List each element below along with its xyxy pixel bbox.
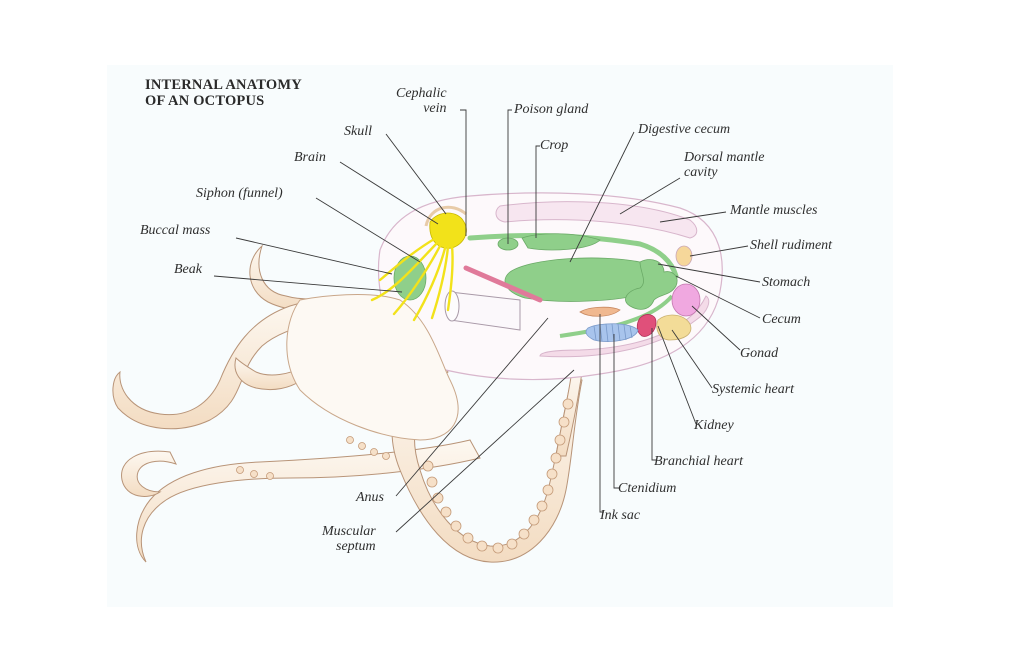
ink-sac <box>579 306 621 317</box>
siphon-funnel <box>444 290 521 331</box>
label-brain: Brain <box>294 150 326 165</box>
systemic-heart <box>656 314 692 341</box>
sucker <box>518 528 530 540</box>
sucker <box>546 468 558 480</box>
suckers <box>236 398 574 554</box>
label-cephalic-vein: Cephalic vein <box>396 86 447 116</box>
label-kidney: Kidney <box>694 418 734 433</box>
sucker <box>236 466 244 474</box>
crop <box>521 233 601 251</box>
posterior-organs <box>579 245 701 343</box>
mantle-inner-dorsal <box>495 201 698 239</box>
label-systemic-heart: Systemic heart <box>712 382 795 397</box>
label-dorsal-mantle-cavity-line-1: Dorsal mantle <box>684 150 765 165</box>
label-dorsal-mantle-cavity-line-2: cavity <box>684 165 718 180</box>
brain <box>429 212 467 249</box>
label-skull: Skull <box>344 124 372 139</box>
sucker <box>422 460 434 472</box>
skull <box>424 205 467 227</box>
label-digestive-cecum: Digestive cecum <box>638 122 731 137</box>
label-muscular-septum: Muscular septum <box>322 524 376 554</box>
label-siphon: Siphon (funnel) <box>196 186 283 201</box>
label-cephalic-vein-line-2: vein <box>423 101 447 116</box>
leader-lines <box>213 109 761 533</box>
label-mantle-muscles: Mantle muscles <box>730 203 818 218</box>
sucker <box>432 492 444 504</box>
sucker <box>550 452 562 464</box>
arm-lower-left-curl <box>121 450 177 497</box>
stomach <box>625 259 678 310</box>
label-poison-gland: Poison gland <box>514 102 589 117</box>
sucker <box>536 500 548 512</box>
mantle-inner-ventral <box>539 295 710 358</box>
sucker <box>370 448 378 456</box>
sucker <box>440 506 452 518</box>
sucker <box>346 436 354 444</box>
shell-rudiment <box>675 245 693 267</box>
head-body <box>286 294 459 441</box>
ctenidium <box>585 323 639 342</box>
arm-front-loop <box>391 359 583 563</box>
esophagus <box>467 233 679 279</box>
sucker <box>476 540 488 552</box>
sucker <box>554 434 566 446</box>
digestive-system <box>467 233 679 338</box>
label-buccal-mass: Buccal mass <box>140 223 211 238</box>
sucker <box>250 470 258 478</box>
label-muscular-septum-line-1: Muscular <box>322 524 376 539</box>
label-dorsal-mantle-cavity: Dorsal mantle cavity <box>684 150 765 180</box>
label-stomach: Stomach <box>762 275 811 290</box>
kidney <box>636 314 657 337</box>
sucker <box>528 514 540 526</box>
label-gonad: Gonad <box>740 346 779 361</box>
sucker <box>562 398 574 410</box>
intestine <box>559 294 674 338</box>
label-beak: Beak <box>174 262 202 277</box>
gonad <box>671 283 701 317</box>
sucker <box>426 476 438 488</box>
sucker <box>450 520 462 532</box>
label-cephalic-vein-line-1: Cephalic <box>396 86 447 101</box>
sucker <box>558 416 570 428</box>
sucker <box>266 472 274 480</box>
label-ink-sac: Ink sac <box>600 508 641 523</box>
label-ctenidium: Ctenidium <box>618 481 677 496</box>
arm-lower-left <box>136 439 481 563</box>
sucker <box>358 442 366 450</box>
poison-duct <box>463 265 543 303</box>
sucker <box>492 542 504 554</box>
sucker <box>382 452 390 460</box>
nerves <box>370 236 454 322</box>
label-cecum: Cecum <box>762 312 801 327</box>
label-anus: Anus <box>356 490 384 505</box>
sucker <box>542 484 554 496</box>
brain-and-nerves <box>370 205 467 322</box>
title-line-1: INTERNAL ANATOMY <box>145 77 302 93</box>
label-crop: Crop <box>540 138 569 153</box>
figure-title: INTERNAL ANATOMY OF AN OCTOPUS <box>145 77 302 109</box>
label-shell-rudiment: Shell rudiment <box>750 238 833 253</box>
title-line-2: OF AN OCTOPUS <box>145 93 265 109</box>
label-muscular-septum-line-2: septum <box>336 539 376 554</box>
label-branchial-heart: Branchial heart <box>654 454 744 469</box>
sucker <box>506 538 518 550</box>
sucker <box>462 532 474 544</box>
